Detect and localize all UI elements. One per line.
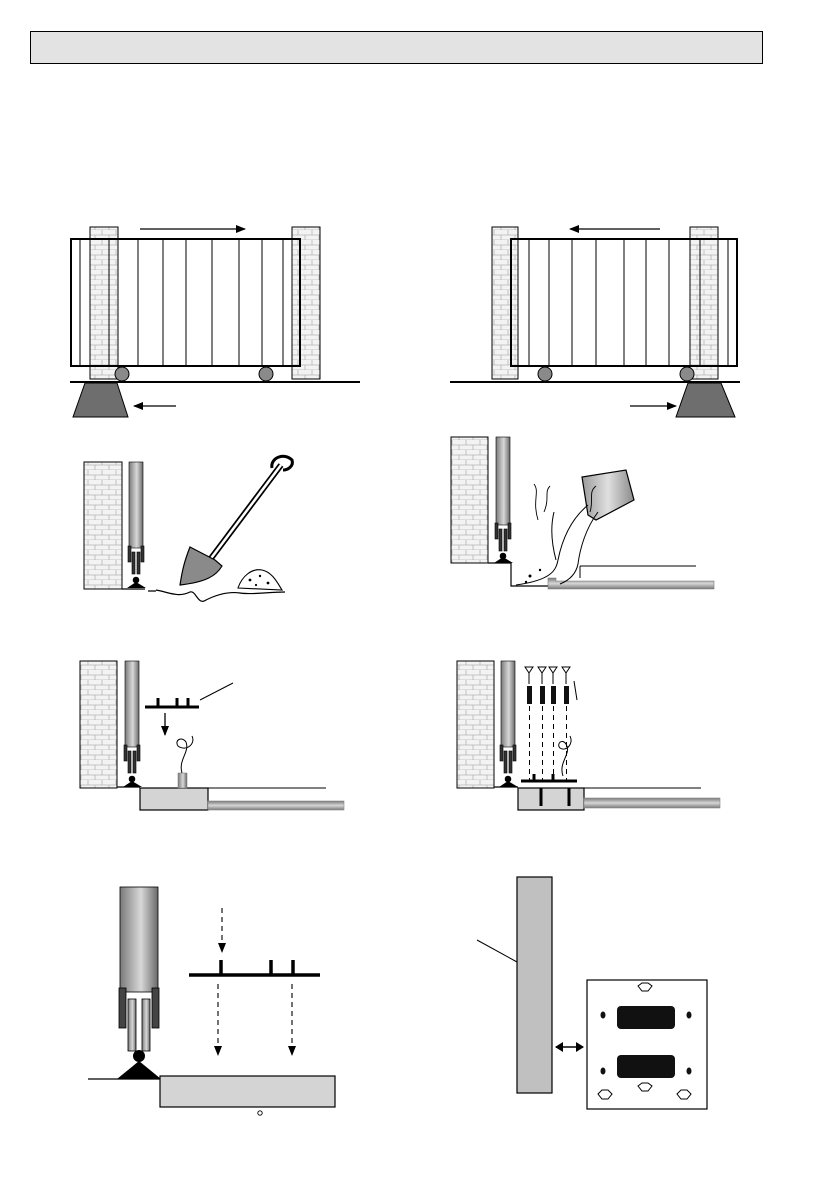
concrete-block	[160, 1076, 335, 1107]
anchor-plate	[189, 960, 320, 975]
gate-post	[129, 462, 143, 548]
pivot-base	[117, 1061, 161, 1079]
trench-outline	[122, 589, 285, 601]
cable-conduit	[584, 798, 720, 808]
figure-gate-opens-right	[70, 227, 360, 417]
mounting-slot	[617, 1055, 675, 1078]
gear-rack	[517, 877, 552, 1093]
anchor-bolt	[549, 667, 557, 780]
brick-pillar	[451, 437, 488, 563]
mounting-slot	[617, 1006, 675, 1029]
soil-mound	[238, 570, 282, 590]
brick-pillar	[84, 462, 122, 589]
brick-pillar	[492, 227, 518, 379]
anchor-plate	[145, 698, 199, 707]
trench-outline	[488, 563, 556, 586]
concrete-block	[140, 788, 208, 810]
gate-wheel	[680, 367, 694, 381]
hinge-bracket	[119, 988, 159, 1051]
formwork-edge	[580, 566, 696, 578]
gate-post	[496, 437, 510, 525]
gate-wheel	[259, 367, 273, 381]
cable-conduit	[208, 801, 344, 810]
pivot-base	[127, 582, 146, 588]
cable-stub	[178, 773, 187, 788]
brick-pillar	[457, 661, 494, 788]
gate-post	[501, 661, 515, 747]
pivot-base	[499, 781, 518, 787]
brick-pillar	[90, 227, 118, 379]
motor-base	[676, 383, 735, 417]
callout-line	[574, 681, 577, 700]
concrete-bucket	[582, 470, 634, 520]
pivot-base	[123, 781, 142, 787]
pivot-base	[494, 557, 513, 563]
gate-post	[120, 887, 158, 992]
concrete-block	[518, 788, 584, 810]
hinge-bracket	[495, 523, 511, 559]
figure-insert-anchor-plate	[80, 661, 344, 810]
figure-rack-motor-spacing	[477, 877, 707, 1109]
brick-pillar	[80, 661, 117, 788]
spacing-arrow	[555, 1042, 584, 1052]
callout-line	[477, 940, 517, 962]
hinge-bracket	[500, 745, 516, 782]
figure-dig-foundation	[84, 456, 292, 601]
cable-wire	[177, 736, 193, 773]
cable-wire	[559, 736, 571, 776]
figure-anchor-detail	[88, 887, 335, 1115]
drain-hole	[258, 1111, 262, 1115]
figure-anchor-bolts	[457, 661, 720, 810]
gate-wheel	[115, 367, 129, 381]
brick-pillar	[690, 227, 718, 379]
figure-pour-concrete	[451, 437, 714, 589]
cable-conduit	[548, 578, 714, 589]
anchor-bolt	[538, 667, 546, 780]
shovel	[180, 456, 292, 585]
gate-wheel	[538, 367, 552, 381]
callout-line	[200, 683, 233, 700]
anchor-bolt	[525, 667, 533, 780]
pivot-ball	[133, 1050, 145, 1062]
concrete-pour-stream	[516, 505, 598, 585]
hinge-bracket	[128, 546, 144, 583]
brick-pillar	[292, 227, 320, 379]
gate-post	[125, 661, 139, 747]
hinge-bracket	[124, 745, 140, 782]
figure-gate-opens-left	[450, 227, 740, 417]
motor-base	[73, 383, 128, 417]
